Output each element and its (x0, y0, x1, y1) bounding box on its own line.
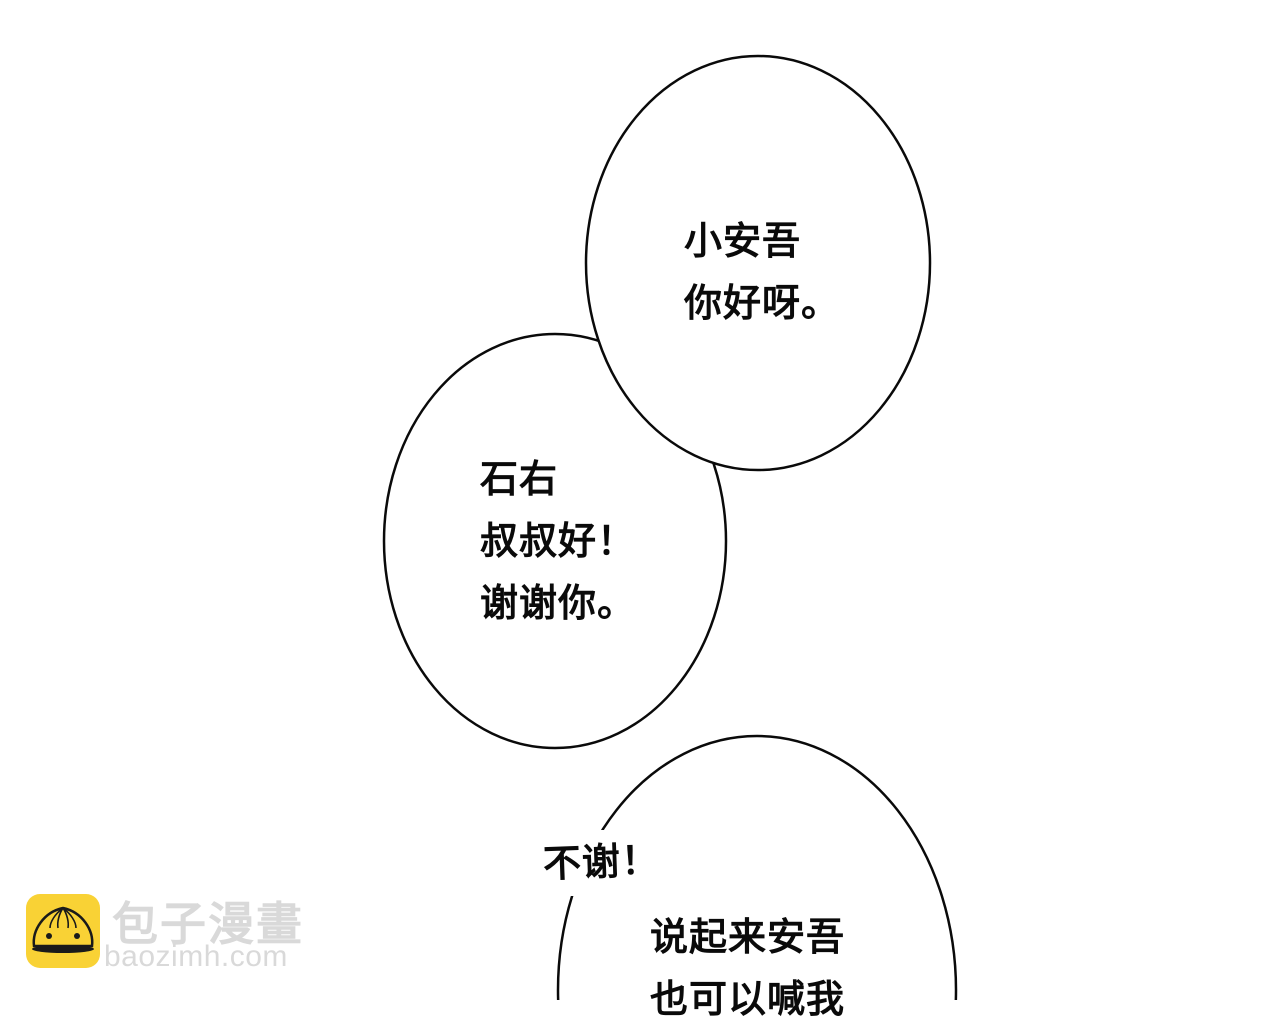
speech-bubble-1-text: 小安吾 你好呀。 (684, 219, 841, 325)
steamed-bun-icon (26, 894, 100, 968)
watermark: 包子漫畫 baozimh.com (26, 894, 326, 974)
speech-bubble-3-text: 说起来安吾 也可以喊我 (650, 915, 846, 1021)
watermark-site-name: 包子漫畫 (112, 897, 304, 951)
speech-bubble-2-outline (382, 332, 728, 750)
speech-bubble-3-exclamation: 不谢！ (542, 837, 661, 886)
speech-bubble-3-outline (556, 734, 958, 1000)
speech-bubbles (382, 54, 958, 1000)
watermark-url: baozimh.com (104, 940, 288, 973)
speech-bubble-2-text: 石右 叔叔好！ 谢谢你。 (480, 457, 637, 625)
speech-bubble-1-outline (584, 54, 932, 472)
comic-page: 小安吾 你好呀。 石右 叔叔好！ 谢谢你。 不谢！ 说起来安吾 也可以喊我 包子… (26, 54, 958, 1021)
